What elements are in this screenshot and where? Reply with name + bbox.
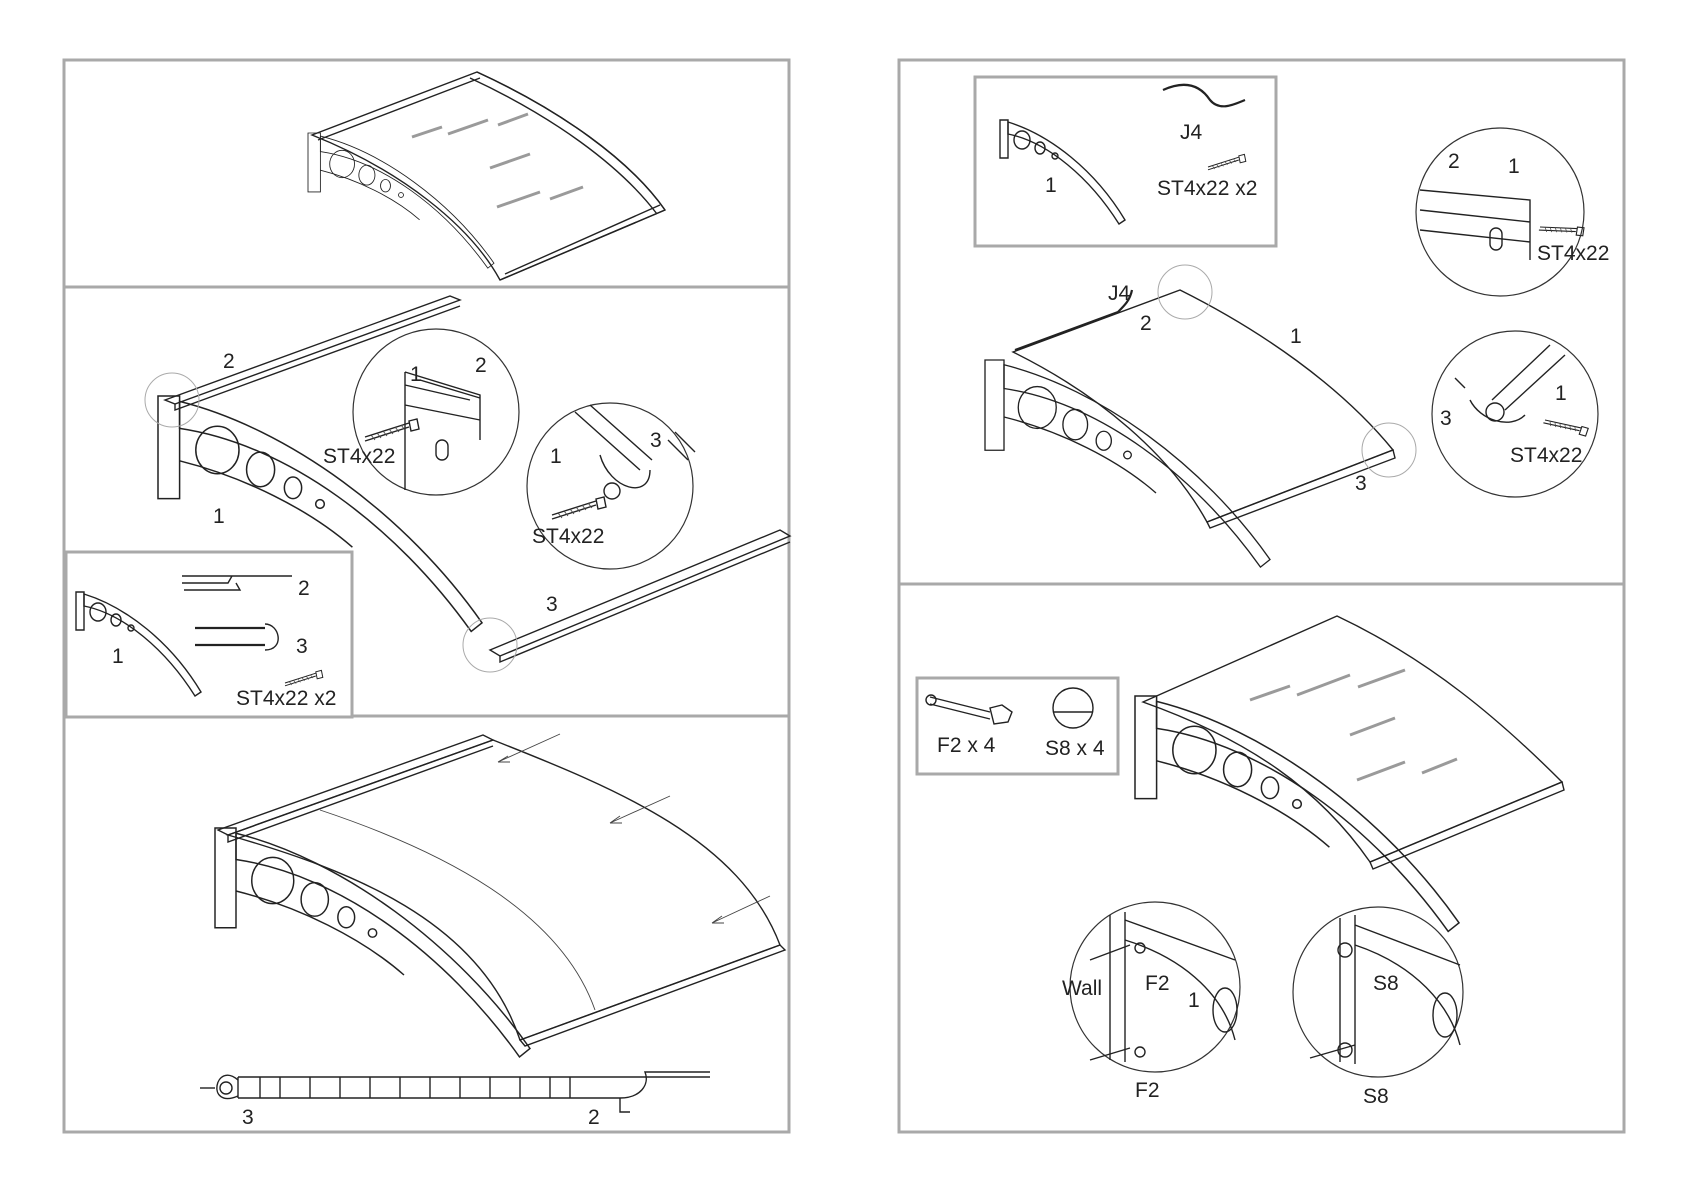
detail-label-screw: ST4x22: [532, 525, 604, 548]
detail-label-part1: 1: [410, 363, 422, 386]
step1-canopy-figure: [308, 72, 665, 280]
step4-label-cord: J4: [1108, 282, 1131, 305]
detail-label-part3: 3: [650, 429, 662, 452]
step4-parts-box: J4 1 ST4x22 x2: [975, 77, 1276, 246]
step5-detail-right: S8 S8: [1293, 907, 1463, 1108]
parts-label-cord: J4: [1180, 121, 1203, 144]
step4-detail-top: 2 1 ST4x22: [1416, 128, 1609, 296]
step2-label-part2: 2: [223, 350, 235, 373]
step4-label-part2: 2: [1140, 312, 1152, 335]
detail-label-part1: 1: [1555, 382, 1567, 405]
step2-detail-top: 1 2 ST4x22: [323, 329, 519, 495]
profile-label-2: 2: [588, 1106, 600, 1129]
detail-label-part1: 1: [1508, 155, 1520, 178]
detail-label-part2: 2: [475, 354, 487, 377]
detail-label-screw: ST4x22: [323, 445, 395, 468]
parts-label-part1: 1: [112, 645, 124, 668]
step4-figure: J4 1 ST4x22 x2 J4 2 1 3 2 1 ST4x22: [975, 77, 1609, 567]
detail-label-part1: 1: [1188, 989, 1200, 1012]
step2-figure: 2 1 3 1 2 ST4x22 1: [66, 296, 790, 717]
step2-detail-bottom: 1 3 ST4x22: [527, 403, 695, 569]
detail-label-part3: 3: [1440, 407, 1452, 430]
profile-section: 3 2: [200, 1072, 710, 1129]
detail-label-anchor-bottom: F2: [1135, 1079, 1160, 1102]
right-page: J4 1 ST4x22 x2 J4 2 1 3 2 1 ST4x22: [899, 60, 1624, 1132]
step2-label-part3: 3: [546, 593, 558, 616]
detail-label-part2: 2: [1448, 150, 1460, 173]
parts-label-part2: 2: [298, 577, 310, 600]
detail-label-cap-top: S8: [1373, 972, 1399, 995]
detail-label-anchor-top: F2: [1145, 972, 1170, 995]
parts-label-screw: ST4x22 x2: [236, 687, 336, 710]
parts-label-part1: 1: [1045, 174, 1057, 197]
detail-label-wall: Wall: [1062, 977, 1102, 1000]
step5-parts-box: F2 x 4 S8 x 4: [917, 678, 1118, 774]
detail-label-screw: ST4x22: [1510, 444, 1582, 467]
parts-label-part3: 3: [296, 635, 308, 658]
left-page: 2 1 3 1 2 ST4x22 1: [64, 60, 790, 1132]
step4-detail-bottom: 3 1 ST4x22: [1432, 331, 1598, 497]
step5-detail-left: Wall F2 1 F2: [1062, 902, 1240, 1102]
step5-figure: F2 x 4 S8 x 4 Wa: [917, 616, 1564, 1108]
parts-label-cap: S8 x 4: [1045, 737, 1105, 760]
profile-label-3: 3: [242, 1106, 254, 1129]
parts-label-anchor: F2 x 4: [937, 734, 996, 757]
parts-label-screw: ST4x22 x2: [1157, 177, 1257, 200]
step4-label-part3: 3: [1355, 472, 1367, 495]
step2-label-part1: 1: [213, 505, 225, 528]
step2-parts-box: 1 2 3 ST4x22 x2: [66, 552, 352, 717]
step3-figure: 3 2: [200, 734, 785, 1129]
step4-label-part1: 1: [1290, 325, 1302, 348]
detail-label-part1: 1: [550, 445, 562, 468]
detail-label-cap-bottom: S8: [1363, 1085, 1389, 1108]
detail-label-screw: ST4x22: [1537, 242, 1609, 265]
